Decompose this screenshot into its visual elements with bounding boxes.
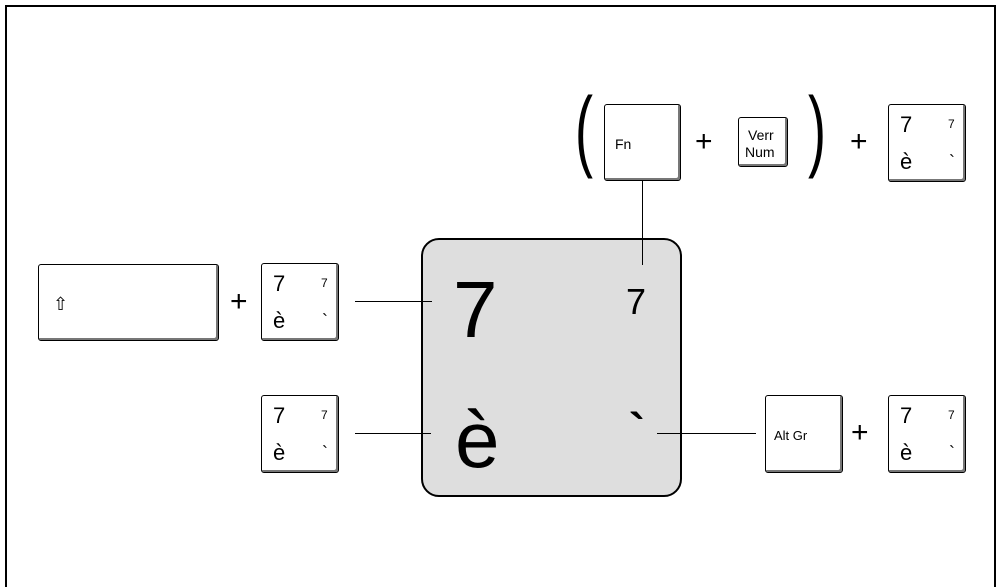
connector-plain-to-e [355, 433, 431, 434]
connector-shift-to-7 [355, 301, 432, 302]
enlarged-key-num-char: 7 [626, 281, 647, 322]
digit-key-top-shift: 7 [900, 112, 913, 137]
shift-key: ⇧ [38, 264, 219, 341]
connector-altgr-to-grave [657, 433, 756, 434]
close-paren: ) [807, 80, 826, 180]
digit-key-plain: 7 7 è ` [261, 395, 339, 473]
enlarged-key-shift-char: 7 [453, 265, 498, 354]
digit-key-plain-base: è [273, 440, 286, 465]
fn-key-label: Fn [615, 136, 632, 152]
alt-gr-key: Alt Gr [765, 395, 843, 473]
verr-num-line2: Num [745, 144, 775, 160]
digit-key-right-shift: 7 [900, 403, 913, 428]
digit-key-top-small: 7 [948, 117, 955, 131]
digit-key-right-base: è [900, 440, 913, 465]
plus-numlock-digit: + [850, 125, 868, 158]
digit-key-right-altgr: ` [949, 443, 955, 463]
enlarged-key-base-char: è [455, 395, 500, 484]
digit-key-top: 7 7 è ` [888, 104, 966, 182]
digit-key-top-altgr: ` [949, 152, 955, 172]
plus-fn-verrnum: + [695, 125, 713, 158]
digit-key-left-base: è [273, 308, 286, 333]
digit-key-plain-small: 7 [321, 408, 328, 422]
digit-key-right-small: 7 [948, 408, 955, 422]
digit-key-left-altgr: ` [322, 311, 328, 331]
enlarged-key: 7 7 è ` [421, 238, 682, 497]
connector-fn-to-num [642, 181, 643, 265]
fn-key: Fn [604, 104, 681, 181]
enlarged-key-altgr-char: ` [629, 405, 645, 458]
digit-key-right: 7 7 è ` [888, 395, 966, 473]
digit-key-plain-altgr: ` [322, 443, 328, 463]
open-paren: ( [574, 80, 593, 180]
alt-gr-label: Alt Gr [774, 428, 808, 443]
digit-key-left: 7 7 è ` [261, 263, 339, 341]
digit-key-plain-shift: 7 [273, 403, 286, 428]
plus-altgr-digit: + [851, 416, 869, 449]
verr-num-key: Verr Num [738, 117, 788, 167]
plus-shift-digit: + [230, 285, 248, 318]
digit-key-left-small: 7 [321, 276, 328, 290]
digit-key-left-shift: 7 [273, 271, 286, 296]
verr-num-line1: Verr [748, 127, 774, 143]
shift-arrow-icon: ⇧ [53, 294, 69, 314]
digit-key-top-base: è [900, 149, 913, 174]
